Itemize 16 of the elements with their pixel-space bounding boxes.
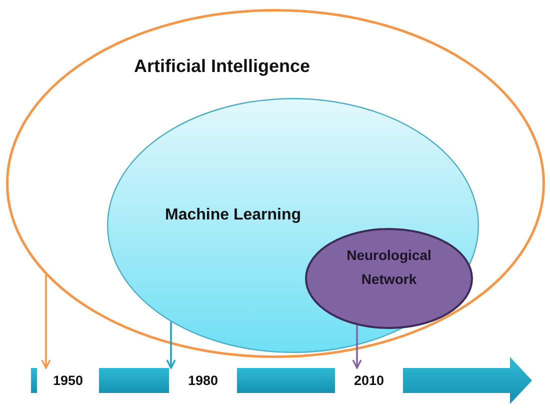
year-label: 2010 <box>335 368 403 393</box>
year-label: 1950 <box>37 368 99 393</box>
timeline-bar <box>237 368 335 393</box>
outer-ellipse <box>6 9 545 358</box>
middle-ellipse <box>107 98 479 353</box>
inner-ellipse <box>305 228 473 329</box>
year-label: 1980 <box>169 368 237 393</box>
timeline-arrow <box>403 357 532 404</box>
region-title: Neurological Network <box>346 246 432 289</box>
region-title: Machine Learning <box>164 205 302 225</box>
arrow <box>352 325 362 369</box>
timeline-bar <box>99 368 169 393</box>
region-title: Artificial Intelligence <box>134 56 310 78</box>
arrow <box>41 274 51 369</box>
arrow <box>166 322 176 369</box>
timeline-bar <box>31 368 37 393</box>
